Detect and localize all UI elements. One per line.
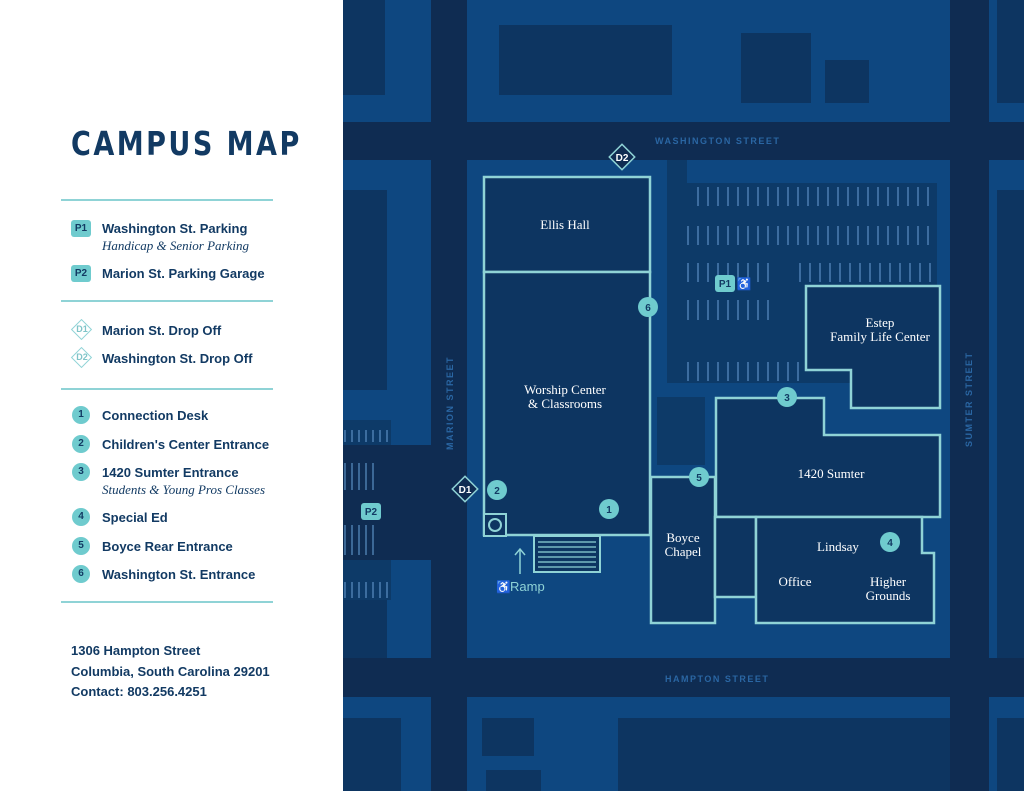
legend-label: Boyce Rear Entrance [102,539,233,554]
label-boyce-2: Chapel [665,544,702,559]
marker-p1: P1 [715,275,735,292]
accessibility-icon: ♿ [737,277,752,291]
svg-text:4: 4 [887,538,893,549]
dropoff-markers: D2 D1 [451,143,636,503]
building-ellis-hall [482,175,652,274]
svg-text:D2: D2 [616,153,629,164]
parking-markers: P1 ♿ P2 [361,275,752,520]
label-higher-1: Higher [870,574,907,589]
label-boyce-1: Boyce [666,530,699,545]
accessibility-icon: ♿ [496,580,511,594]
entrance-badge: 3 [72,463,90,481]
marker-d1: D1 [451,475,479,503]
marker-5: 5 [689,467,709,487]
building-estep [804,284,942,410]
legend-panel: CAMPUS MAP P1 Washington St. Parking Han… [0,0,343,791]
svg-text:2: 2 [494,486,500,497]
dropoff-badge: D1 [70,318,93,341]
ramp-label: Ramp [510,579,545,594]
p2-garage [343,420,431,600]
svg-text:6: 6 [645,303,651,314]
svg-text:5: 5 [696,473,702,484]
street-washington: WASHINGTON STREET [655,136,780,146]
label-lindsay: Lindsay [817,539,859,554]
legend-label: Marion St. Drop Off [102,323,222,338]
street-marion: MARION STREET [445,356,455,450]
marker-6: 6 [638,297,658,317]
marker-d2: D2 [608,143,636,171]
svg-text:1: 1 [606,505,612,516]
entrance-markers: 6 3 5 2 1 4 [487,297,900,552]
legend-label: 1420 Sumter Entrance [102,465,239,480]
divider [61,388,273,390]
svg-text:D1: D1 [459,485,472,496]
parking-badge: P2 [71,265,91,282]
label-ellis-hall: Ellis Hall [540,217,590,232]
legend-label: Children's Center Entrance [102,437,270,452]
building-lindsay [754,515,936,625]
background-buildings [343,0,1024,791]
legend-label: Connection Desk [102,408,209,423]
building-connector [713,515,758,599]
legend-label: Washington St. Parking [102,221,248,236]
marker-p2: P2 [361,503,381,520]
svg-text:P1: P1 [719,279,732,290]
legend-label: Marion St. Parking Garage [102,266,265,281]
arrow-up-icon [514,547,526,574]
divider [61,601,273,603]
legend-sublabel: Students & Young Pros Classes [102,482,266,497]
legend-label: Washington St. Drop Off [102,351,253,366]
parking-badge: P1 [71,220,91,237]
entrance-badge: 6 [72,565,90,583]
svg-text:3: 3 [784,393,790,404]
address-city: Columbia, South Carolina 29201 [71,664,270,679]
label-1420-sumter: 1420 Sumter [798,466,865,481]
address-street: 1306 Hampton Street [71,643,201,658]
elevator-icon [483,513,507,537]
page-title: CAMPUS MAP [71,124,302,163]
entrance-badge: 2 [72,435,90,453]
marker-3: 3 [777,387,797,407]
divider [61,199,273,201]
legend-label: Special Ed [102,510,168,525]
legend-sublabel: Handicap & Senior Parking [102,238,249,253]
marker-1: 1 [599,499,619,519]
courtyard [657,397,705,465]
marker-4: 4 [880,532,900,552]
label-higher-2: Grounds [866,588,911,603]
entrance-badge: 5 [72,537,90,555]
label-estep-2: Family Life Center [830,329,930,344]
entrance-badge: 4 [72,508,90,526]
divider [61,300,273,302]
label-worship-2: & Classrooms [528,396,602,411]
street-hampton: HAMPTON STREET [665,674,769,684]
label-estep-1: Estep [866,315,895,330]
street-sumter: SUMTER STREET [964,351,974,447]
dropoff-badge: D2 [70,346,93,369]
marker-2: 2 [487,480,507,500]
label-worship-1: Worship Center [524,382,606,397]
label-office: Office [779,574,812,589]
campus-map: ♿ Ramp WASHINGTON STREET HAMPTON STREET … [343,0,1024,791]
entrance-badge: 1 [72,406,90,424]
contact-phone: Contact: 803.256.4251 [71,684,207,699]
legend-label: Washington St. Entrance [102,567,256,582]
svg-text:P2: P2 [365,507,378,518]
building-boyce-chapel [649,475,717,625]
